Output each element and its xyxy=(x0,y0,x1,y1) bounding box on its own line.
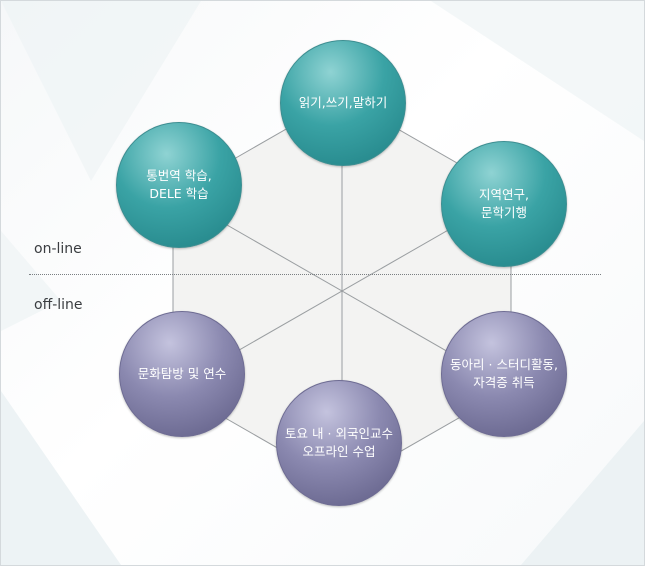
node-label: 동아리 · 스터디활동, 자격증 취득 xyxy=(450,357,558,390)
node-label: 토요 내 · 외국인교수 오프라인 수업 xyxy=(285,426,393,459)
node-cultural-tour: 문화탐방 및 연수 xyxy=(119,311,245,437)
node-regional-studies: 지역연구, 문학기행 xyxy=(441,141,567,267)
node-label: 통번역 학습, DELE 학습 xyxy=(146,168,212,201)
offline-label: off-line xyxy=(34,297,83,313)
online-offline-divider xyxy=(29,274,601,275)
online-label: on-line xyxy=(34,241,82,257)
node-translation-dele: 통번역 학습, DELE 학습 xyxy=(116,122,242,248)
node-clubs-certificates: 동아리 · 스터디활동, 자격증 취득 xyxy=(441,311,567,437)
node-saturday-offline-class: 토요 내 · 외국인교수 오프라인 수업 xyxy=(276,380,402,506)
node-reading-writing-speaking: 읽기,쓰기,말하기 xyxy=(280,40,406,166)
node-label: 읽기,쓰기,말하기 xyxy=(298,95,388,110)
node-label: 문화탐방 및 연수 xyxy=(137,366,227,381)
node-label: 지역연구, 문학기행 xyxy=(479,187,529,220)
